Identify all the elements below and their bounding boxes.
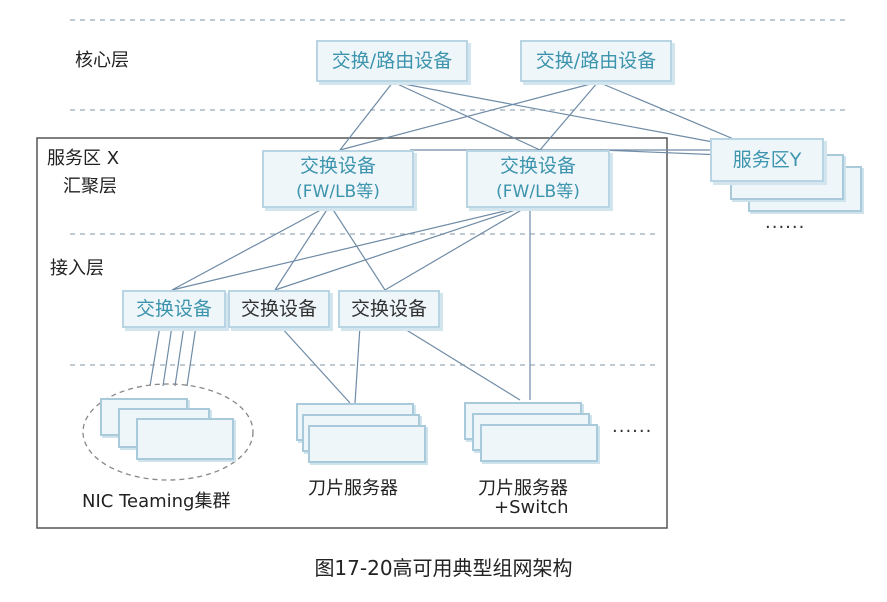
blade-card-3 — [308, 425, 426, 463]
access-device-3: 交换设备 — [338, 290, 440, 328]
aggregation-layer-label: 汇聚层 — [63, 176, 117, 197]
link-core1-agg1 — [339, 81, 394, 151]
servers-ellipsis: ...... — [612, 416, 653, 437]
zone-x-label: 服务区 X — [47, 148, 120, 169]
access-device-1-label: 交换设备 — [135, 298, 212, 320]
link-agg2-acc1 — [171, 204, 531, 291]
nic-server-card-3 — [136, 418, 234, 460]
blade-server-label: 刀片服务器 — [308, 478, 398, 499]
link-agg1-acc3 — [329, 204, 386, 291]
nic-teaming-cluster-outline — [82, 383, 254, 481]
link-acc2-blade — [279, 325, 351, 404]
link-agg2-acc2 — [274, 204, 531, 291]
link-core1-zoney — [392, 81, 746, 149]
link-acc3-blade — [354, 325, 361, 404]
agg-device-1-line2: (FW/LB等) — [296, 182, 380, 202]
link-acc1-nic-b — [162, 325, 173, 387]
zone-x-boundary — [36, 137, 668, 529]
nic-teaming-label: NIC Teaming集群 — [82, 491, 231, 512]
link-core2-agg2 — [539, 81, 599, 151]
agg-device-1: 交换设备 (FW/LB等) — [262, 150, 414, 208]
link-core2-zoney — [597, 81, 756, 149]
access-device-3-label: 交换设备 — [350, 298, 427, 320]
core-device-2-label: 交换/路由设备 — [535, 50, 657, 72]
zone-y-label: 服务区Y — [732, 149, 802, 171]
link-acc1-nic-d — [186, 325, 197, 387]
link-acc1-nic-a — [149, 325, 161, 387]
link-agg1-acc1 — [171, 204, 331, 291]
core-layer-label: 核心层 — [75, 50, 129, 71]
agg-device-1-line1: 交换设备 — [299, 155, 376, 177]
link-acc1-nic-c — [174, 325, 185, 387]
access-device-1: 交换设备 — [122, 290, 226, 328]
link-acc3-blade-switch — [399, 325, 521, 401]
zone-y-box: 服务区Y — [710, 138, 824, 182]
core-device-2: 交换/路由设备 — [520, 40, 672, 82]
core-device-1: 交换/路由设备 — [316, 40, 468, 82]
link-core2-agg1 — [339, 81, 599, 151]
link-core1-agg2 — [392, 81, 541, 151]
access-device-2-label: 交换设备 — [240, 298, 317, 320]
agg-device-2-line2: (FW/LB等) — [496, 182, 580, 202]
access-layer-label: 接入层 — [50, 258, 104, 279]
agg-device-2: 交换设备 (FW/LB等) — [466, 150, 610, 208]
zone-y-ellipsis: ...... — [765, 212, 806, 233]
blade-switch-card-3 — [480, 424, 598, 462]
link-agg1-acc2 — [274, 204, 331, 291]
agg-device-2-line1: 交换设备 — [499, 155, 576, 177]
core-device-1-label: 交换/路由设备 — [331, 50, 453, 72]
link-agg2-acc3 — [384, 204, 531, 291]
blade-switch-label-2: +Switch — [494, 497, 569, 518]
blade-switch-label: 刀片服务器 — [478, 478, 568, 499]
access-device-2: 交换设备 — [228, 290, 330, 328]
figure-caption: 图17-20高可用典型组网架构 — [314, 556, 573, 580]
